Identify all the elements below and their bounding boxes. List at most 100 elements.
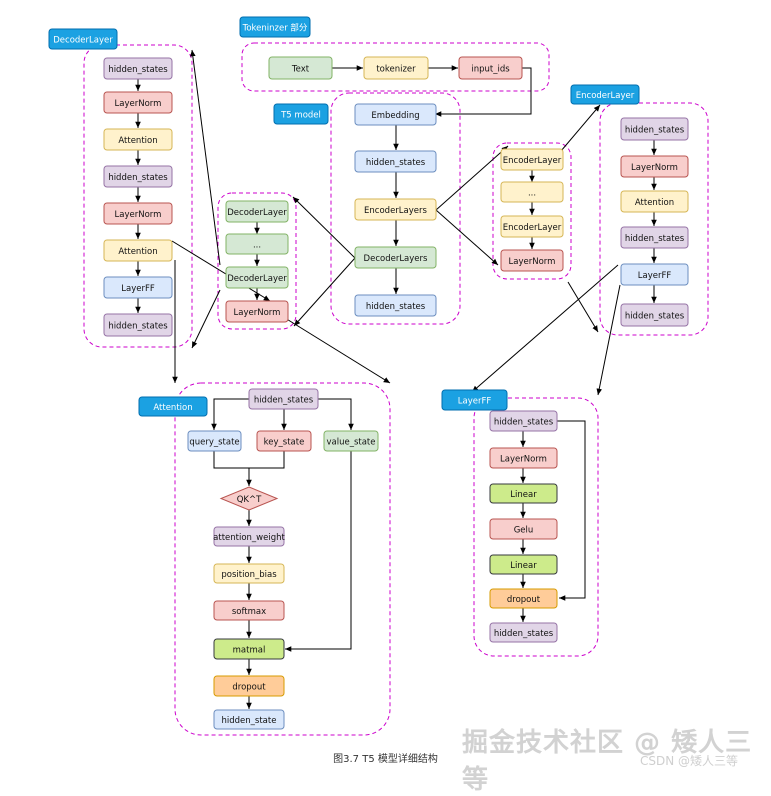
- tk-input-ids: input_ids: [458, 56, 523, 80]
- tag-label: LayerFF: [458, 397, 492, 407]
- node-label: Attention: [635, 198, 674, 208]
- node-label: matmal: [233, 646, 266, 656]
- node-label: dropout: [232, 683, 266, 693]
- dl-hidden-states-2: hidden_states: [103, 165, 173, 188]
- node-label: LayerFF: [638, 271, 672, 281]
- tag-tokenizer: Tokeninzer 部分: [239, 16, 311, 38]
- ds-layernorm: LayerNorm: [225, 300, 289, 323]
- el-hidden-states-2: hidden_states: [620, 226, 689, 249]
- at-hidden-state-out: hidden_state: [213, 709, 285, 730]
- at-query-state: query_state: [187, 430, 242, 452]
- node-label: hidden_states: [108, 173, 168, 183]
- tag-attention: Attention: [138, 396, 208, 417]
- node-label: LayerNorm: [509, 257, 556, 267]
- at-hidden-states: hidden_states: [248, 388, 319, 410]
- node-label: DecoderLayer: [227, 274, 287, 284]
- dl-layernorm-1: LayerNorm: [103, 91, 173, 114]
- es-dots: ...: [500, 181, 564, 203]
- node-label: LayerNorm: [115, 99, 162, 109]
- ff-linear-2: Linear: [489, 554, 558, 575]
- el-hidden-states-1: hidden_states: [620, 117, 689, 141]
- node-label: Attention: [118, 136, 157, 146]
- dl-layerff: LayerFF: [103, 276, 173, 299]
- node-label: QK^T: [237, 495, 262, 505]
- ff-dropout: dropout: [489, 588, 558, 609]
- node-label: Embedding: [371, 111, 419, 121]
- tag-label: DecoderLayer: [53, 36, 113, 46]
- ff-linear-1: Linear: [489, 483, 558, 504]
- at-matmal: matmal: [213, 638, 285, 660]
- ff-hidden-states-1: hidden_states: [489, 410, 558, 432]
- at-position-bias: position_bias: [213, 563, 285, 584]
- ds-decoder-layer-1: DecoderLayer: [225, 200, 289, 223]
- node-label: DecoderLayers: [364, 254, 428, 264]
- node-label: query_state: [189, 438, 239, 448]
- encoder-layer-container: [599, 102, 709, 336]
- node-label: Attention: [118, 247, 157, 257]
- tag-label: EncoderLayer: [576, 91, 635, 101]
- ds-decoder-layer-2: DecoderLayer: [225, 266, 289, 289]
- node-label: Gelu: [514, 526, 534, 536]
- at-value-state: value_state: [323, 430, 379, 452]
- tag-label: Tokeninzer 部分: [242, 23, 308, 34]
- el-hidden-states-3: hidden_states: [620, 303, 689, 327]
- tag-layerff: LayerFF: [441, 389, 508, 411]
- attention-container: [174, 382, 391, 736]
- t5-model-container: [330, 92, 461, 325]
- ff-hidden-states-2: hidden_states: [489, 622, 558, 643]
- node-label: hidden_states: [625, 126, 685, 136]
- node-label: EncoderLayer: [503, 156, 562, 166]
- node-label: hidden_states: [366, 158, 426, 168]
- watermark-sub: CSDN @矮人三等: [640, 754, 739, 768]
- tag-label: Attention: [153, 403, 192, 413]
- ds-dots: ...: [225, 233, 289, 255]
- at-key-state: key_state: [256, 430, 312, 452]
- node-label: EncoderLayer: [503, 223, 562, 233]
- node-label: LayerNorm: [631, 163, 678, 173]
- t5-encoder-layers: EncoderLayers: [354, 198, 437, 221]
- tokenizer-container: [241, 42, 550, 92]
- node-label: value_state: [327, 438, 376, 448]
- dl-attention-1: Attention: [103, 128, 173, 151]
- dl-layernorm-2: LayerNorm: [103, 202, 173, 225]
- node-label: hidden_states: [108, 322, 168, 332]
- node-label: LayerNorm: [115, 210, 162, 220]
- node-label: attention_weight: [213, 533, 285, 543]
- t5-embedding: Embedding: [354, 103, 437, 126]
- tag-label: T5 model: [280, 111, 321, 121]
- el-attention: Attention: [620, 190, 689, 213]
- dl-attention-2: Attention: [103, 239, 173, 262]
- es-encoder-layer-2: EncoderLayer: [500, 215, 564, 238]
- dl-hidden-states-1: hidden_states: [103, 57, 173, 80]
- t5-decoder-layers: DecoderLayers: [354, 246, 437, 269]
- node-label: hidden_state: [222, 716, 277, 726]
- t5-hidden-states-2: hidden_states: [354, 294, 437, 317]
- tag-decoder-layer: DecoderLayer: [48, 28, 118, 50]
- node-label: DecoderLayer: [227, 208, 287, 218]
- node-label: LayerNorm: [234, 308, 281, 318]
- el-layernorm: LayerNorm: [620, 155, 689, 178]
- ff-gelu: Gelu: [489, 518, 558, 540]
- decoder-layers-stack-container: [217, 192, 297, 330]
- node-label: ...: [253, 241, 261, 251]
- tag-t5-model: T5 model: [273, 103, 329, 125]
- t5-architecture-diagram: hidden_states LayerNorm Attention hidden…: [48, 16, 709, 736]
- node-label: LayerNorm: [500, 455, 547, 465]
- encoder-layers-stack-container: [492, 142, 572, 280]
- node-label: EncoderLayers: [364, 206, 427, 216]
- node-label: Linear: [510, 490, 537, 500]
- es-encoder-layer-1: EncoderLayer: [500, 148, 564, 171]
- node-label: Text: [291, 65, 310, 75]
- node-label: hidden_states: [254, 396, 314, 406]
- at-dropout: dropout: [213, 675, 285, 697]
- tk-tokenizer: tokenizer: [363, 56, 429, 80]
- el-layerff: LayerFF: [620, 263, 689, 286]
- node-label: hidden_states: [494, 418, 554, 428]
- node-label: hidden_states: [108, 65, 168, 75]
- node-label: LayerFF: [121, 284, 155, 294]
- node-label: hidden_states: [366, 302, 426, 312]
- at-qk-transpose: QK^T: [219, 486, 279, 511]
- node-label: hidden_states: [494, 629, 554, 639]
- node-label: ...: [528, 189, 536, 199]
- tag-encoder-layer: EncoderLayer: [570, 84, 640, 105]
